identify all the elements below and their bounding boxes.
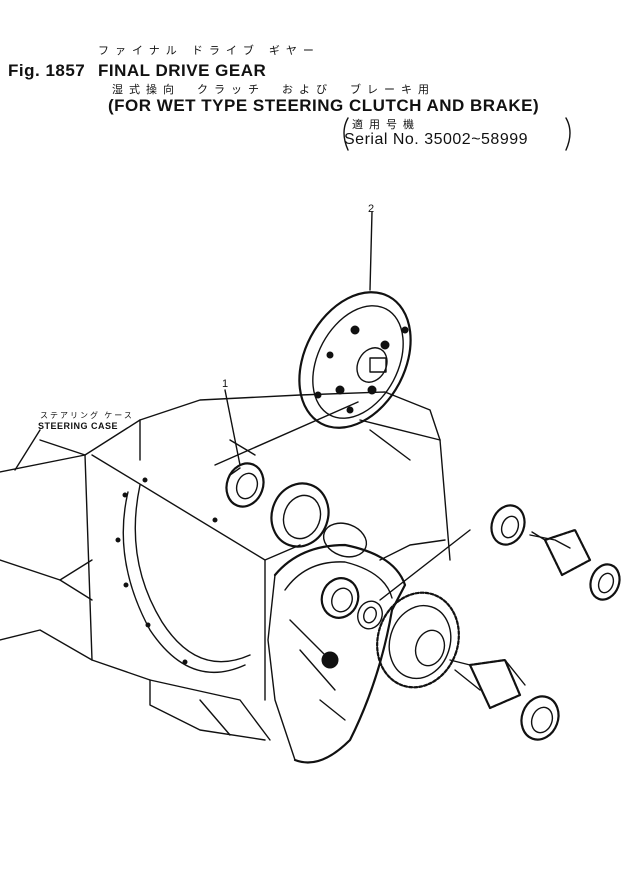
pinion-shaft-upper	[490, 504, 592, 577]
subtitle-english: (FOR WET TYPE STEERING CLUTCH AND BRAKE)	[108, 96, 540, 115]
final-drive-hub	[267, 543, 407, 764]
bearing-upper-right	[589, 563, 621, 601]
steering-case-label-japanese: ステアリング ケース	[40, 411, 134, 420]
steering-case-label: STEERING CASE	[38, 421, 119, 431]
pinion-shaft-lower	[449, 658, 526, 710]
callout-1-leader	[224, 389, 241, 466]
spacer-collar	[357, 600, 383, 630]
callout-number-2: 2	[368, 203, 375, 215]
serial-close-bracket	[565, 117, 571, 151]
seal-alignment-line	[214, 401, 359, 466]
serial-open-bracket	[343, 117, 349, 151]
serial-number-range: Serial No. 35002~58999	[344, 131, 529, 148]
serial-label-japanese: 適用号機	[352, 119, 420, 131]
gear-alignment-line	[379, 529, 471, 601]
title-english: FINAL DRIVE GEAR	[98, 61, 267, 80]
callout-number-1: 1	[222, 378, 229, 390]
title-japanese: ファイナル ドライブ ギヤー	[98, 45, 320, 57]
steering-case-leader	[14, 429, 41, 471]
final-drive-gear	[376, 591, 460, 689]
o-ring	[322, 522, 368, 558]
bearing-lower-right	[520, 695, 560, 741]
oil-seal-part-1	[225, 462, 265, 508]
steering-case-housing	[0, 391, 451, 741]
figure-number: Fig. 1857	[8, 61, 86, 80]
bearing-housing	[270, 482, 330, 548]
callout-2-leader	[369, 211, 373, 291]
bearing-small-center	[320, 577, 360, 619]
subtitle-japanese: 湿式操向 クラッチ および ブレーキ用	[112, 84, 435, 96]
brake-disc-part-2	[298, 291, 412, 429]
